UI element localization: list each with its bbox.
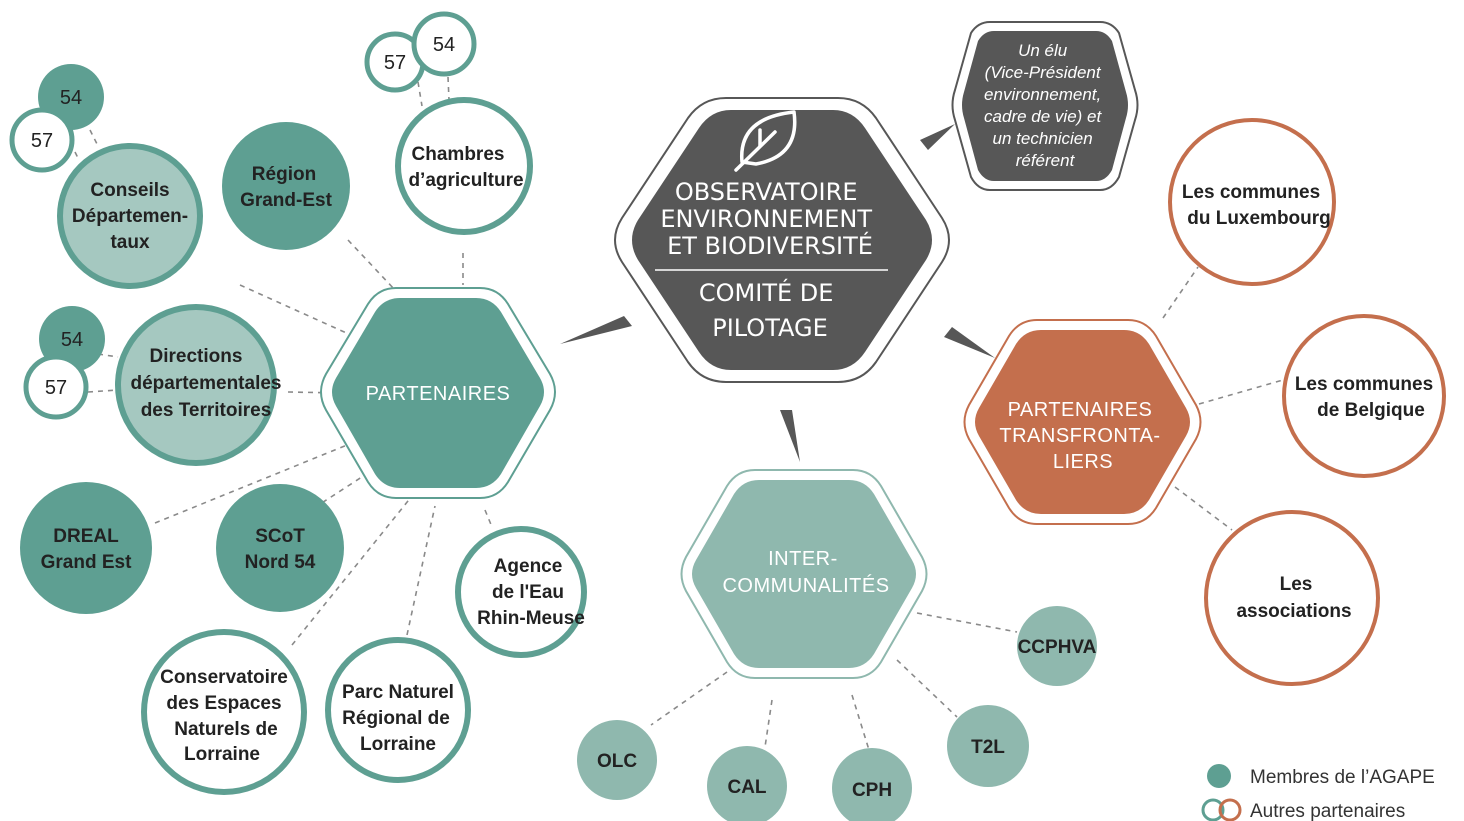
connector-chambres-57 [417,81,423,107]
elu-hexagon [962,31,1128,181]
legend-member-swatch [1207,764,1231,788]
center-subtitle-line-2: PILOTAGE [712,314,828,342]
svg-text:OLC: OLC [597,751,637,772]
legend-members-label: Membres de l’AGAPE [1250,767,1435,788]
badge-conseils-57: 57 [9,107,75,173]
legend-other-swatch-orange [1218,798,1242,821]
elu-line-2: (Vice-Président [985,63,1102,82]
connector-olc [650,671,728,726]
connector-luxembourg [1162,266,1199,319]
connector-lines [74,76,1284,751]
wedge-to-partenaires [560,316,632,344]
elu-line-3: environnement, [984,85,1101,104]
connector-directions-57 [87,389,119,393]
badge-chambres-54: 54 [411,11,477,77]
center-subtitle-line-1: COMITÉ DE [699,278,834,307]
connector-cph [851,694,870,751]
center-connectors [560,124,995,462]
svg-text:57: 57 [45,377,67,399]
legend-others-label: Autres partenaires [1250,801,1405,821]
elu-line-5: un technicien [993,129,1093,148]
connector-associations [1174,486,1233,531]
wedge-to-elu [920,124,955,150]
node-cal: CAL [707,746,787,821]
connector-conseils-54 [89,129,99,147]
connector-chambres-54 [447,76,450,101]
svg-text:54: 54 [60,87,82,109]
intercommunalites-hub [692,480,916,668]
svg-text:T2L: T2L [971,737,1005,758]
svg-text:CAL: CAL [727,777,766,798]
legend-other-swatch-teal [1201,798,1225,821]
center-title: OBSERVATOIRE ENVIRONNEMENT ET BIODIVERSI… [660,178,879,260]
connector-cal [764,699,773,748]
elu-line-1: Un élu [1018,41,1068,60]
center-title-line-2: ENVIRONNEMENT [660,205,872,233]
node-olc: OLC [577,720,657,800]
partenaires-hub-label: PARTENAIRES [366,383,511,405]
elu-line-4: cadre de vie) et [984,107,1102,126]
connector-conseils [239,284,363,341]
connector-t2l [896,659,958,718]
transfrontaliers-hub [975,330,1190,514]
wedge-to-intercommunalites [780,410,800,462]
center-title-line-1: OBSERVATOIRE [675,178,858,206]
leaf-icon [734,110,797,172]
connector-region [347,239,396,291]
center-title-line-3: ET BIODIVERSITÉ [667,231,873,260]
connector-ccphva [916,612,1018,633]
legend: Membres de l’AGAPE Autres partenaires [1201,764,1435,821]
node-cph: CPH [832,748,912,821]
node-t2l: T2L [947,705,1029,787]
svg-text:CPH: CPH [852,780,892,801]
connector-conseils-57 [74,151,79,159]
svg-text:54: 54 [61,329,83,351]
svg-text:57: 57 [384,52,406,74]
connector-conservatoire [291,495,413,646]
connector-agence [484,509,493,528]
connector-directions-54 [97,353,119,358]
partenaires-hub [332,298,544,488]
svg-text:CCPHVA: CCPHVA [1018,637,1097,658]
connector-belgique [1198,379,1284,405]
node-ccphva: CCPHVA [1017,606,1097,686]
elu-line-6: référent [1016,151,1076,170]
center-hexagon [632,110,932,370]
center-subtitle: COMITÉ DE PILOTAGE [699,278,841,342]
elu-text: Un élu (Vice-Président environnement, ca… [984,41,1106,170]
wedge-to-transfrontaliers [944,327,995,358]
svg-text:57: 57 [31,130,53,152]
connector-parc [406,505,436,636]
svg-text:54: 54 [433,34,455,56]
transfrontaliers-hub-label: PARTENAIRES TRANSFRONTA- LIERS [999,399,1166,473]
intercommunalites-hub-label: INTER- COMMUNALITÉS [722,548,889,597]
badge-directions-57: 57 [23,354,89,420]
